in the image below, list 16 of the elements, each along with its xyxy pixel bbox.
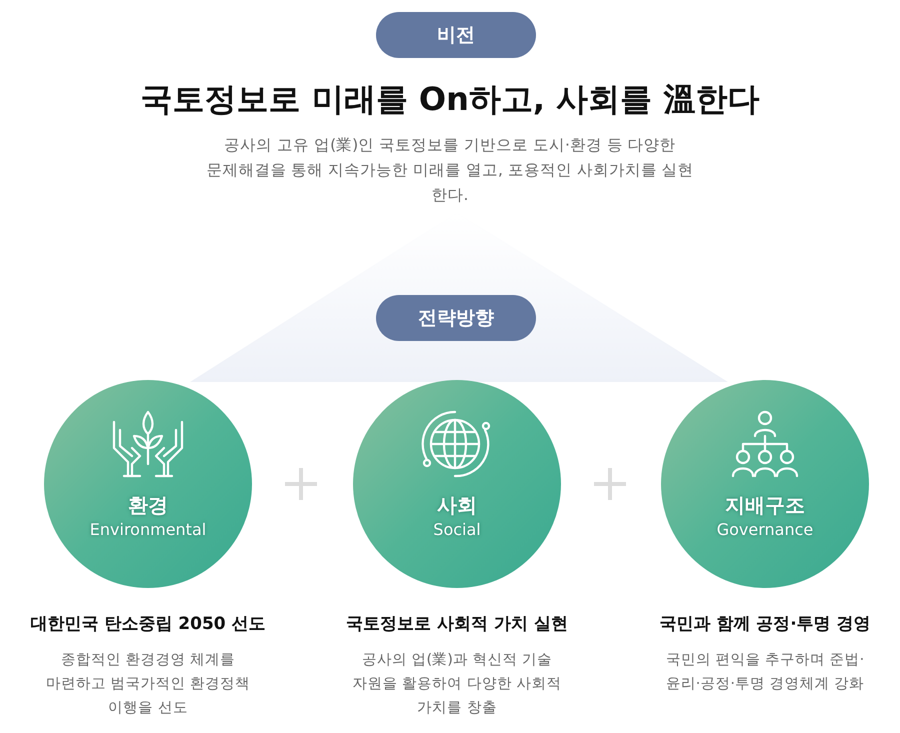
category-subtitle: Social xyxy=(432,520,482,539)
category-subtitle: Governance xyxy=(716,520,814,539)
goal-description: 종합적인 환경경영 체계를 마련하고 범국가적인 환경정책 이행을 선도 xyxy=(44,651,252,718)
goal-description: 공사의 업(業)과 혁신적 기술 자원을 활용하여 다양한 사회적 가치를 창출 xyxy=(352,651,562,718)
label-pill: 비전 xyxy=(376,12,536,58)
category-heading: 사회 xyxy=(436,492,478,519)
goal-description: 국민의 편익을 추구하며 준법·윤리·공정·투명 경영체계 강화 xyxy=(664,651,866,694)
category-subtitle: Environmental xyxy=(88,520,208,539)
description-text: 공사의 고유 업(業)인 국토정보를 기반으로 도시·환경 등 다양한 문제해결을 통해 지속가능한 미래를 열고, 포용적인 사회가치를 실현 한다. xyxy=(205,135,695,206)
category-heading: 환경 xyxy=(127,492,169,519)
goal-title: 국토정보로 사회적 가치 실현 xyxy=(345,613,569,635)
goal-title: 국민과 함께 공정·투명 경영 xyxy=(658,613,872,635)
label-pill: 전략방향 xyxy=(376,295,536,341)
goal-title: 대한민국 탄소중립 2050 선도 xyxy=(29,613,267,635)
category-heading: 지배구조 xyxy=(724,492,806,519)
headline: 국토정보로 미래를 On하고, 사회를 溫한다 xyxy=(140,79,760,120)
